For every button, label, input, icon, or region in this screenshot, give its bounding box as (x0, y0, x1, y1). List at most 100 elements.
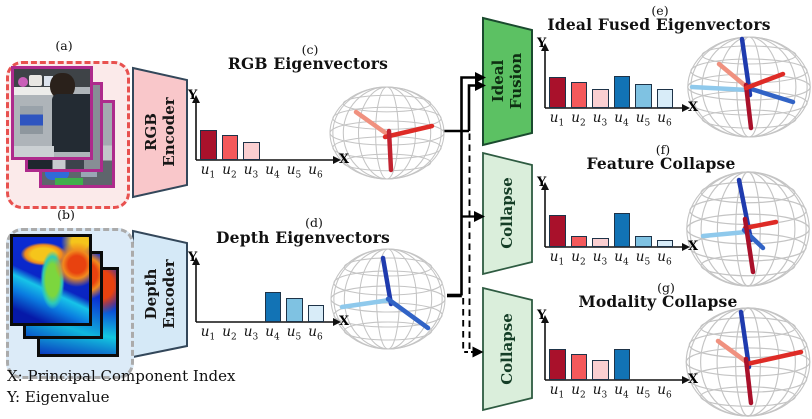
bar-u3 (592, 238, 609, 247)
tick-label-u4: u4 (265, 162, 280, 181)
tick-label-u5: u5 (286, 162, 302, 181)
depth-image-stack (6, 228, 134, 379)
depth-encoder-line2: Encoder (160, 259, 178, 329)
chart-axes: Y X (187, 250, 350, 329)
rgb-image-stack (6, 61, 130, 209)
bar-u3 (592, 360, 609, 380)
tick-label-u5: u5 (635, 110, 651, 129)
y-axis-label: Y (536, 175, 547, 190)
tick-label-u1: u1 (549, 249, 565, 268)
bar-u4 (613, 349, 630, 380)
tick-label-u6: u6 (657, 249, 672, 268)
tick-label-u5: u5 (286, 324, 302, 343)
bar-u5 (635, 236, 652, 247)
photo-detail (54, 177, 83, 185)
rgb-encoder-line2: Encoder (160, 97, 178, 167)
tick-label-u2: u2 (222, 324, 237, 343)
fusion-bus-line (460, 72, 486, 296)
tick-label-u3: u3 (592, 382, 608, 401)
tick-label-u2: u2 (571, 110, 586, 129)
bar-u5 (286, 298, 303, 322)
rgb-to-fusion-line (467, 80, 486, 131)
photo-detail (20, 105, 43, 135)
depth-sphere-vectors (339, 255, 431, 331)
rgb-sphere-vectors (353, 109, 435, 173)
photo-detail (14, 145, 54, 157)
photo-detail (17, 76, 28, 87)
bar-u2 (570, 354, 587, 380)
tick-label-u4: u4 (614, 110, 629, 129)
ideal-fused-sphere (687, 36, 811, 138)
rgb-image-1 (11, 66, 93, 160)
bar-u5 (635, 84, 652, 108)
depth-encoder-line1: Depth (141, 268, 160, 320)
connector-lines (443, 72, 486, 358)
chart-axes: Y X (536, 175, 699, 254)
bar-u2 (570, 82, 587, 108)
panel-tag-f: (f) (655, 142, 671, 157)
tick-label-u6: u6 (308, 324, 323, 343)
modality-collapse-label: Collapse (492, 294, 522, 404)
x-axis-label: X (339, 314, 350, 329)
ideal-fusion-line2: Fusion (507, 52, 525, 110)
bar-u1 (549, 215, 566, 247)
modality-collapse-sphere-vectors (715, 309, 804, 406)
tick-label-u6: u6 (657, 110, 672, 129)
x-axis-label: X (339, 152, 350, 167)
rgb-encoder-label: RGB Encoder (140, 72, 180, 192)
tick-label-u1: u1 (549, 110, 565, 129)
feature-collapse-sphere-vectors (700, 177, 779, 275)
depth-encoder-label: Depth Encoder (140, 234, 180, 354)
panel-tag-g: (g) (657, 280, 675, 295)
tick-label-u1: u1 (200, 324, 216, 343)
bar-u6 (307, 305, 324, 322)
feature-collapse-label: Collapse (492, 158, 522, 268)
bar-u2 (570, 236, 587, 247)
photo-detail (44, 76, 54, 87)
x-axis-label: X (688, 100, 699, 115)
title-depth-eigenvectors: Depth Eigenvectors (216, 228, 390, 247)
tick-label-u6: u6 (308, 162, 323, 181)
chart-axes: Y X (536, 36, 699, 115)
bar-u1 (549, 349, 566, 380)
ideal-fused-sphere-vectors (689, 36, 796, 131)
modality-collapse-sphere (685, 307, 811, 417)
ideal-fusion-line1: Ideal (488, 59, 507, 103)
tick-label-u2: u2 (571, 249, 586, 268)
tick-label-u4: u4 (265, 324, 280, 343)
rgb-encoder-shape (132, 66, 188, 199)
y-axis-label: Y (536, 36, 547, 51)
panel-tag-a: (a) (55, 38, 73, 53)
tick-label-u3: u3 (592, 110, 608, 129)
panel-tag-d: (d) (305, 215, 323, 230)
bar-u6 (656, 89, 673, 108)
tick-label-u4: u4 (614, 249, 629, 268)
title-feature-collapse: Feature Collapse (586, 154, 736, 173)
tick-label-u3: u3 (243, 324, 259, 343)
panel-tag-c: (c) (301, 42, 319, 57)
bar-u4 (613, 213, 630, 247)
chart-axes: Y X (536, 308, 699, 387)
modality-collapse-shape (482, 286, 533, 412)
title-modality-collapse: Modality Collapse (578, 292, 738, 311)
bar-u4 (613, 76, 630, 108)
panel-tag-e: (e) (651, 3, 669, 18)
x-axis-label: X (688, 239, 699, 254)
title-rgb-eigenvectors: RGB Eigenvectors (227, 54, 389, 73)
title-ideal-fused: Ideal Fused Eigenvectors (547, 15, 771, 34)
panel-tag-b: (b) (57, 207, 75, 222)
tick-label-u5: u5 (635, 249, 651, 268)
photo-detail (29, 75, 43, 87)
rgb-encoder-line1: RGB (141, 113, 160, 151)
dashed-bus-line (468, 133, 484, 358)
bar-u3 (243, 142, 260, 160)
ideal-fused-chart: Y X u1 u2 u3 u4 u5 u6 (536, 34, 709, 130)
ideal-fusion-shape (482, 16, 533, 147)
tick-label-u5: u5 (635, 382, 651, 401)
modality-collapse-text: Collapse (497, 313, 516, 385)
chart-axes: Y X (187, 88, 350, 167)
feature-collapse-sphere (686, 171, 810, 287)
tick-label-u1: u1 (549, 382, 565, 401)
